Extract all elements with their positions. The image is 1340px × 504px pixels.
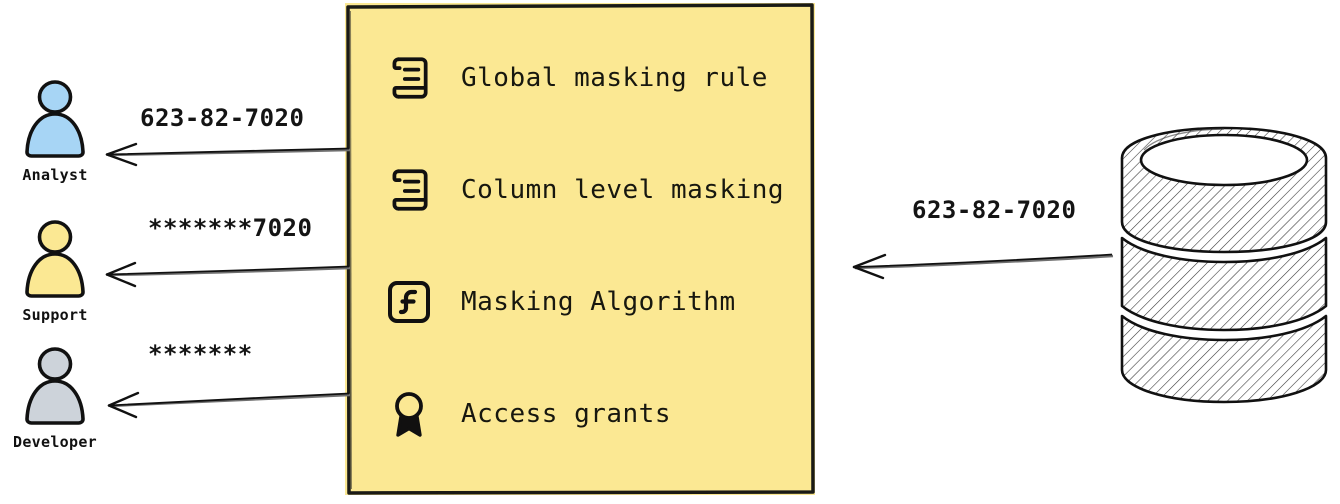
actor-label: Support bbox=[22, 306, 88, 324]
policy-item-list: Global masking rule Column level masking bbox=[345, 3, 815, 495]
person-icon bbox=[19, 345, 91, 431]
arrow-label-support: *******7020 bbox=[148, 214, 313, 242]
policy-item-global-masking-rule[interactable]: Global masking rule bbox=[383, 47, 815, 109]
policy-item-label: Global masking rule bbox=[461, 63, 768, 93]
policy-card: Global masking rule Column level masking bbox=[345, 3, 815, 495]
person-icon bbox=[19, 78, 91, 164]
policy-item-label: Access grants bbox=[461, 399, 671, 429]
actor-developer[interactable]: Developer bbox=[0, 345, 110, 451]
actor-label: Developer bbox=[13, 433, 97, 451]
actor-support[interactable]: Support bbox=[0, 218, 110, 324]
arrow-label-database: 623-82-7020 bbox=[912, 196, 1077, 224]
policy-item-masking-algorithm[interactable]: Masking Algorithm bbox=[383, 271, 815, 333]
arrow-from-database bbox=[852, 253, 1114, 280]
person-icon bbox=[19, 218, 91, 304]
arrow-to-analyst bbox=[105, 142, 350, 167]
award-ribbon-icon bbox=[383, 388, 435, 440]
actor-analyst[interactable]: Analyst bbox=[0, 78, 110, 184]
actor-label: Analyst bbox=[22, 166, 88, 184]
policy-item-access-grants[interactable]: Access grants bbox=[383, 383, 815, 445]
scroll-icon bbox=[383, 52, 435, 104]
function-icon bbox=[383, 276, 435, 328]
arrow-label-developer: ******* bbox=[148, 340, 253, 368]
policy-item-label: Column level masking bbox=[461, 175, 785, 205]
arrow-to-developer bbox=[107, 391, 350, 419]
arrow-label-analyst: 623-82-7020 bbox=[140, 104, 305, 132]
policy-item-column-level-masking[interactable]: Column level masking bbox=[383, 159, 815, 221]
arrow-to-support bbox=[105, 261, 350, 288]
database-cylinder-icon[interactable] bbox=[1112, 120, 1337, 410]
policy-item-label: Masking Algorithm bbox=[461, 287, 736, 317]
scroll-icon bbox=[383, 164, 435, 216]
